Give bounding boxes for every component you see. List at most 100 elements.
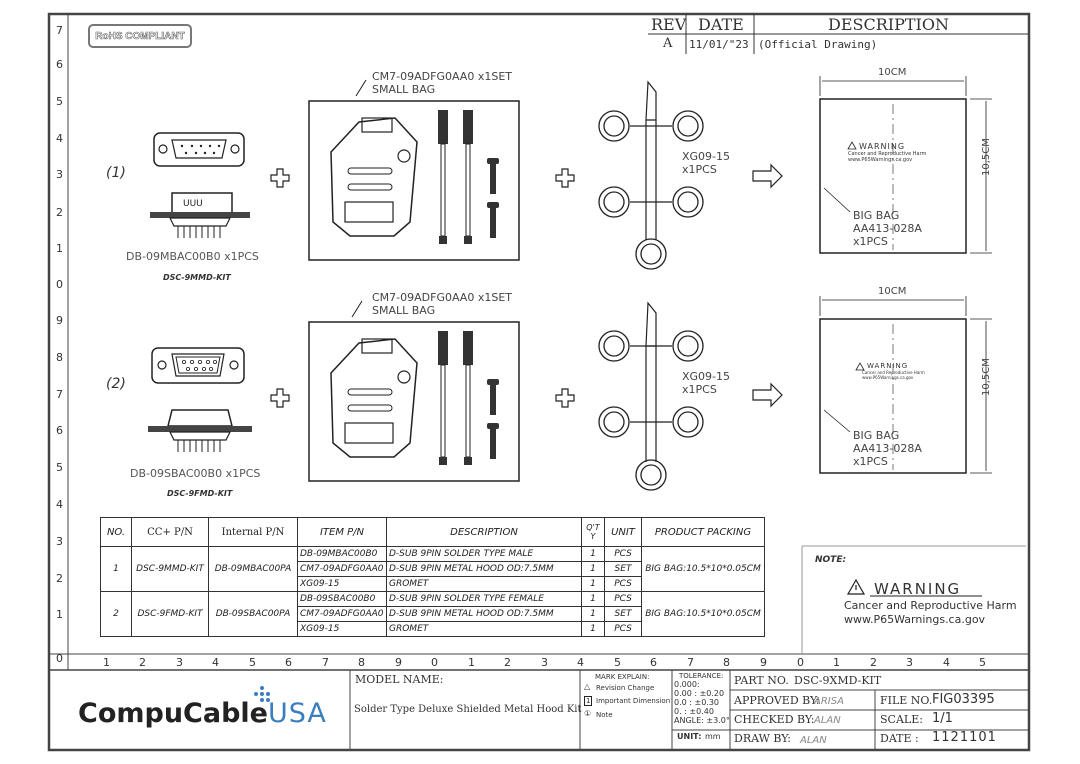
ruler-bottom-18: 9	[760, 656, 767, 669]
bom-cell-no: 1	[100, 546, 132, 592]
ruler-bottom-21: 2	[870, 656, 877, 669]
draw-label: DRAW BY:	[734, 732, 791, 745]
ruler-bottom-8: 9	[395, 656, 402, 669]
kit-2-warning-title: WARNING	[867, 362, 909, 370]
bom-cell-ccpn: DSC-9MMD-KIT	[131, 546, 209, 592]
mark-important-dimension: Important Dimension	[596, 697, 671, 705]
bom-cell-qty: 1	[581, 561, 605, 577]
ruler-left-15: 2	[56, 572, 63, 585]
rev-value: A	[663, 36, 673, 51]
bom-cell-qty: 1	[581, 591, 605, 607]
ruler-left-3: 4	[56, 132, 63, 145]
logo-usa: USA	[267, 698, 327, 729]
approved-label: APPROVED BY:	[734, 694, 820, 707]
date-label: DATE :	[880, 732, 919, 745]
note-label: NOTE:	[815, 555, 847, 565]
date-value: 1121101	[932, 730, 997, 745]
bom-cell-item: DB-09MBAC00B0	[297, 546, 387, 562]
kit-1-connector-label: DB-09MBAC00B0 x1PCS	[126, 250, 259, 263]
kit-1-bag-label: SMALL BAG	[372, 83, 436, 96]
kit-2-big-bag-part: AA413-028A	[853, 442, 922, 455]
tolerance-row: 0.000:	[674, 680, 700, 689]
bom-cell-internal: DB-09MBAC00PA	[208, 546, 298, 592]
table-row: XG09-15 GROMET 1 PCS	[101, 576, 765, 592]
bom-header-qty: Q'T Y	[581, 517, 605, 547]
mark-explain-label: MARK EXPLAIN:	[595, 673, 650, 681]
note-warning-line2: www.P65Warnings.ca.gov	[844, 613, 986, 626]
kit-2-graphics	[148, 296, 992, 491]
bom-cell-unit: SET	[604, 606, 642, 622]
revision-change-mark: △	[584, 682, 591, 691]
kit-1-name: DSC-9MMD-KIT	[163, 273, 231, 282]
ruler-left-2: 5	[56, 95, 63, 108]
unit-value: mm	[705, 732, 721, 741]
tolerance-row: 0. : ±0.40	[674, 707, 714, 716]
bom-header-ccpn: CC+ P/N	[131, 517, 209, 547]
bom-cell-qty: 1	[581, 606, 605, 622]
date-value: 11/01/"23	[689, 38, 749, 51]
ruler-bottom-22: 3	[906, 656, 913, 669]
ruler-left-8: 9	[56, 314, 63, 327]
bom-cell-unit: PCS	[604, 621, 642, 637]
date-header: DATE	[698, 15, 744, 34]
ruler-bottom-13: 4	[577, 656, 584, 669]
kit-1-warning-line2: www.P65Warnings.ca.gov	[848, 157, 913, 163]
scale-label: SCALE:	[880, 713, 923, 726]
file-no-value: FIG03395	[932, 692, 995, 707]
draw-signature: ALAN	[800, 735, 827, 746]
ruler-left-9: 8	[56, 351, 63, 364]
file-no-label: FILE NO.	[880, 694, 933, 707]
part-no-label: PART NO.	[734, 674, 789, 687]
table-row: 1 DSC-9MMD-KIT DB-09MBAC00PA DB-09MBAC00…	[100, 546, 765, 592]
ruler-bottom-7: 8	[358, 656, 365, 669]
kit-1-grommet-qty: x1PCS	[682, 163, 717, 176]
tolerance-row: 0.0 : ±0.30	[674, 698, 720, 707]
ruler-left-5: 2	[56, 206, 63, 219]
kit-2-big-bag: BIG BAG	[853, 429, 900, 442]
tolerance-row: ANGLE: ±3.0°	[674, 716, 730, 725]
kit-2-grommet-label: XG09-15	[682, 370, 731, 383]
ruler-left-17: 0	[56, 652, 63, 665]
rohs-badge: RoHS COMPLIANT	[88, 24, 192, 48]
bom-cell-unit: SET	[604, 561, 642, 577]
checked-label: CHECKED BY:	[734, 713, 815, 726]
ruler-bottom-1: 2	[139, 656, 146, 669]
kit-1-big-bag-qty: x1PCS	[853, 235, 888, 248]
ruler-bottom-11: 2	[504, 656, 511, 669]
bom-header-item: ITEM P/N	[297, 517, 387, 547]
table-row: XG09-15 GROMET 1 PCS	[101, 621, 765, 637]
kit-2-big-bag-qty: x1PCS	[853, 455, 888, 468]
ruler-left-7: 0	[56, 278, 63, 291]
ruler-bottom-3: 4	[212, 656, 219, 669]
bom-cell-desc: D-SUB 9PIN METAL HOOD OD:7.5MM	[386, 606, 582, 622]
ruler-left-11: 6	[56, 424, 63, 437]
kit-2-index: (2)	[106, 376, 126, 392]
tolerance-label: TOLERANCE:	[679, 672, 724, 680]
rohs-label: RoHS COMPLIANT	[95, 30, 185, 42]
bom-cell-desc: GROMET	[386, 576, 582, 592]
kit-1-big-bag-part: AA413-028A	[853, 222, 922, 235]
tolerance-row: 0.00 : ±0.20	[674, 689, 725, 698]
bom-cell-qty: 1	[581, 621, 605, 637]
ruler-bottom-4: 5	[249, 656, 256, 669]
bom-cell-qty: 1	[581, 576, 605, 592]
kit-1-graphics: UUU	[150, 76, 992, 270]
bom-cell-item: CM7-09ADFG0AA0	[297, 606, 387, 622]
bom-cell-item: DB-09SBAC00B0	[297, 591, 387, 607]
outer-frame	[47, 12, 1031, 752]
kit-1-big-bag: BIG BAG	[853, 209, 900, 222]
kit-2-height-label: 10,5CM	[981, 358, 992, 396]
ruler-bottom-6: 7	[322, 656, 329, 669]
ruler-left-10: 7	[56, 388, 63, 401]
ruler-left-4: 3	[56, 168, 63, 181]
ruler-bottom-15: 6	[650, 656, 657, 669]
bom-cell-desc: D-SUB 9PIN SOLDER TYPE FEMALE	[386, 591, 582, 607]
ruler-bottom-0: 1	[103, 656, 110, 669]
bom-cell-item: CM7-09ADFG0AA0	[297, 561, 387, 577]
ruler-left-1: 6	[56, 58, 63, 71]
important-dimension-mark: 1	[584, 696, 593, 706]
ruler-bottom-20: 1	[833, 656, 840, 669]
bom-cell-item: XG09-15	[297, 621, 387, 637]
description-value: (Official Drawing)	[758, 38, 878, 51]
ruler-bottom-19: 0	[797, 656, 804, 669]
